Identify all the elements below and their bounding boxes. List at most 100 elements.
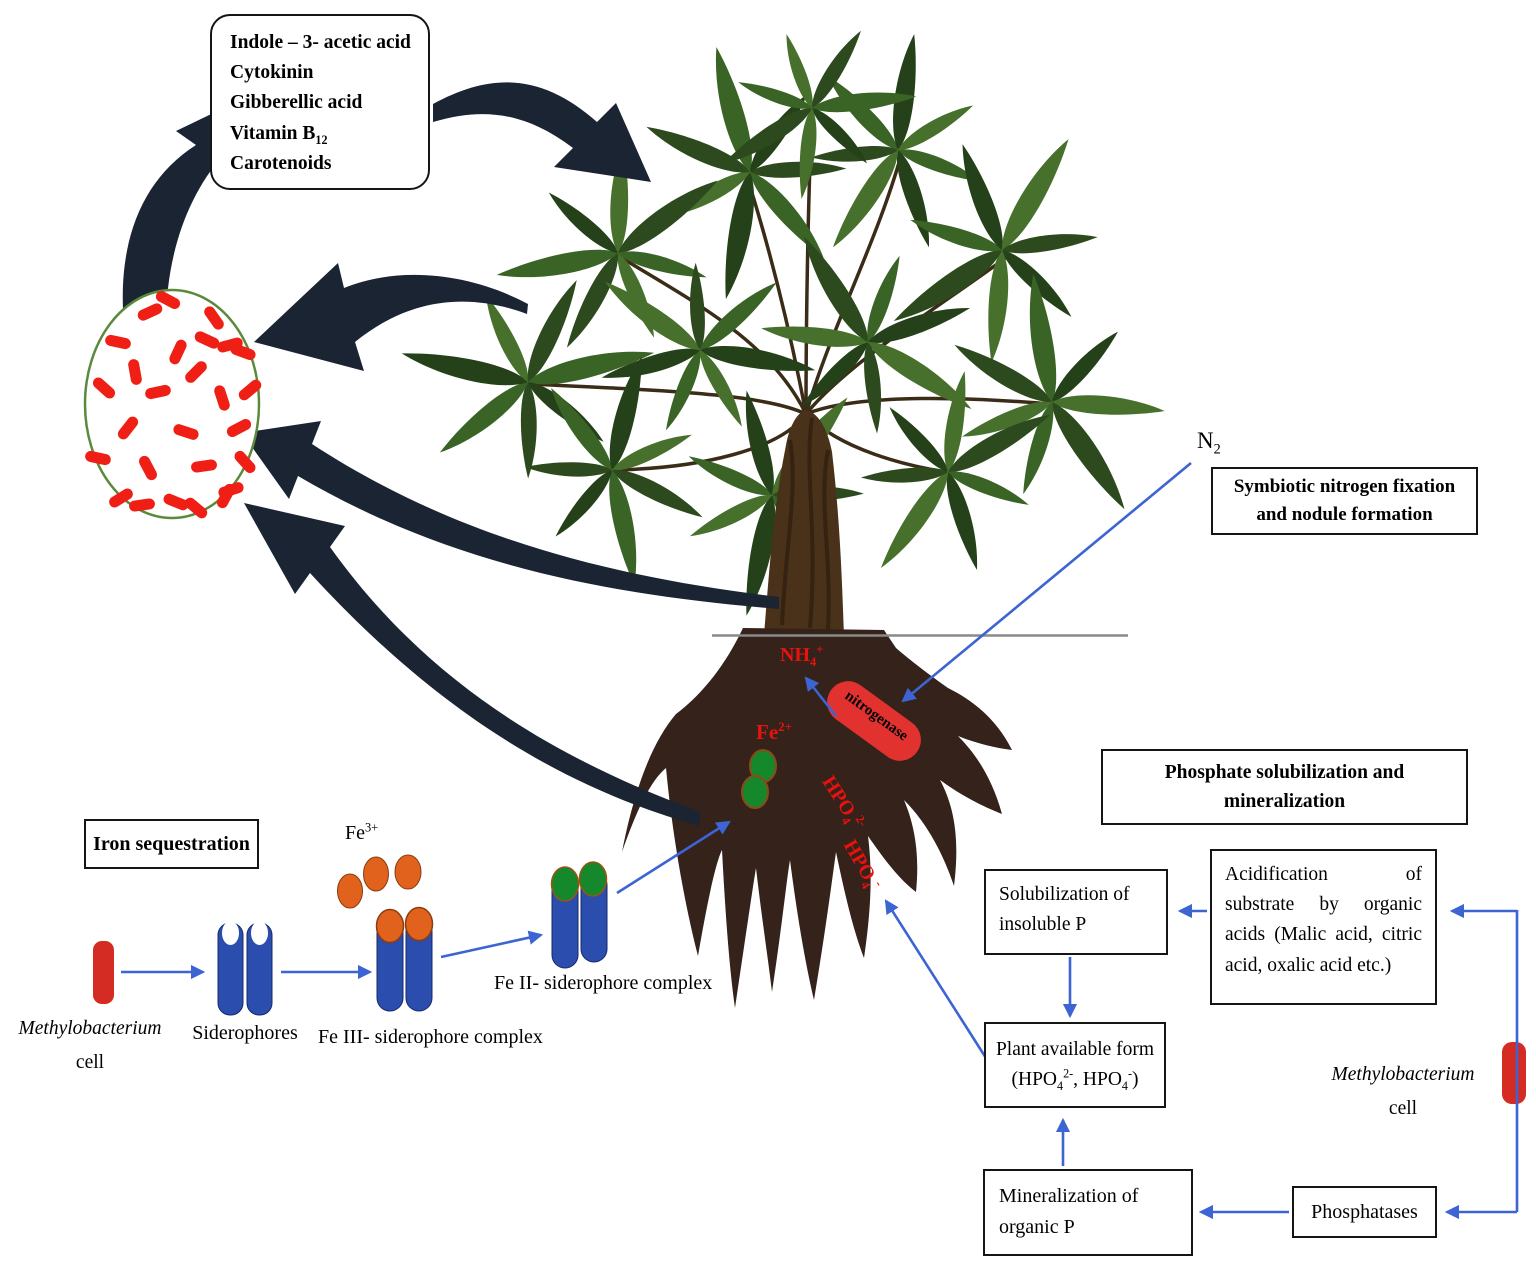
plant-leaf [962,144,1003,250]
bacteria-rod [184,497,208,519]
plant-leaf [550,387,612,470]
plant-leaf [689,494,772,537]
bacteria-rod [92,377,116,399]
solubilization-box: Solubilization of insoluble P [984,869,1168,955]
plant-leaf [832,150,898,248]
bacteria-rod [117,416,139,440]
root-fe2-dots [741,749,777,809]
plant-leaf [946,472,978,571]
plant-leaf [528,351,655,385]
bacteria-rod [214,385,230,411]
plant-leaf [609,470,637,585]
bacteria-rod [169,339,187,365]
plant-leaf [690,262,705,350]
line-n2-to-nitrogenase [901,461,1192,703]
plant-leaf [812,92,917,113]
plant-leaf [868,341,972,410]
plant-leaf [439,382,528,453]
plant-leaf [520,382,537,479]
plant-leaf [750,172,824,258]
plant-leaf [750,161,847,178]
plant-leaf [715,46,752,172]
fe2-complex-label: Fe II- siderophore complex [494,972,713,994]
plant-leaf [688,456,772,496]
methylobacterium-cell-shape-right [1502,1042,1526,1104]
bacteria-rod [204,306,224,330]
plant-leaf [746,495,776,616]
bacteria-rod [185,361,207,383]
symbiotic-fixation-box: Symbiotic nitrogen fixation and nodule f… [1211,467,1478,535]
line-plantavailable-to-root [884,899,988,1059]
plant-leaf [725,172,755,300]
plant-leaf [868,307,971,343]
plant-leaf [609,356,642,470]
hormone-line: Carotenoids [230,152,332,174]
root-system [622,628,1012,1008]
bacteria-rod [85,450,111,466]
plant-leaf [1052,395,1165,415]
phosphatases-box: Phosphatases [1292,1186,1437,1238]
plant-leaf [799,108,817,199]
plant-leaf [601,348,700,378]
bacteria-rod [155,290,181,310]
bacteria-rod [137,303,163,321]
arrow-hormones-to-plant [433,82,651,182]
fe3-siderophore-complex-shape [375,906,434,1012]
arrow-plant-to-bacteria [254,263,528,371]
plant-leaf [898,105,974,151]
plant-leaf [723,107,812,164]
plant-leaf [910,219,1002,252]
line-nitrogenase-to-nh4 [804,676,838,717]
plant-leaf [604,281,700,350]
fe2-root-label: Fe2+ [756,719,793,744]
plant-leaf [1052,402,1125,510]
plant-leaf [548,192,618,253]
siderophore-tubes [217,921,273,1016]
bacteria-rod [129,498,155,512]
plant-leaf [801,342,868,406]
plant-leaf [944,371,966,472]
plant-leaf [612,434,692,471]
plant-leaf [786,34,813,108]
plant-leaf [700,282,777,350]
plant-leaf [700,346,816,371]
hormone-line: Indole – 3- acetic acid [230,32,411,53]
fe3-complex-label: Fe III- siderophore complex [318,1026,543,1048]
plant-leaf [961,401,1052,437]
line-fe3-to-fe2 [440,930,544,959]
arrow-trunk-to-bacteria [242,421,779,609]
plant-leaf [893,34,916,150]
plant-leaf [738,82,812,109]
plant-leaf [864,342,882,434]
plant-leaf [646,126,750,173]
plant-leaf [867,255,900,342]
plant-leaf [954,344,1052,403]
plant-leaf [827,75,898,150]
bacteria-rod [194,331,220,349]
plant-leaf [988,250,1009,363]
plant-leaf [618,180,718,253]
iron-sequestration-shapes [93,854,608,1016]
plant-leaf [889,407,948,472]
plant-leaf [665,350,701,431]
plant-leaf [485,295,529,382]
plant-leaf [618,251,707,278]
nitrogenase-capsule [827,681,921,761]
bacteria-rod [109,488,133,508]
arrow-root-to-bacteria [244,503,700,826]
bacteria-rod [105,334,131,350]
plant-leaf [1002,234,1098,254]
plant-leaf [1023,402,1054,495]
nh4-label: NH4+ [780,642,824,669]
iron-sequestration-box: Iron sequestration [84,819,259,869]
plant-leaf [745,390,774,495]
plant-leaf [860,467,948,483]
plant-leaf [948,414,1051,473]
bacteria-rod [163,493,189,511]
n2-label: N2 [1197,428,1221,458]
acidification-box: Acidification of substrate by organic ac… [1210,849,1437,1005]
phosphate-header-box: Phosphate solubilization and mineralizat… [1101,749,1468,825]
bacteria-rod [145,384,171,400]
free-iron-ions [337,854,422,909]
